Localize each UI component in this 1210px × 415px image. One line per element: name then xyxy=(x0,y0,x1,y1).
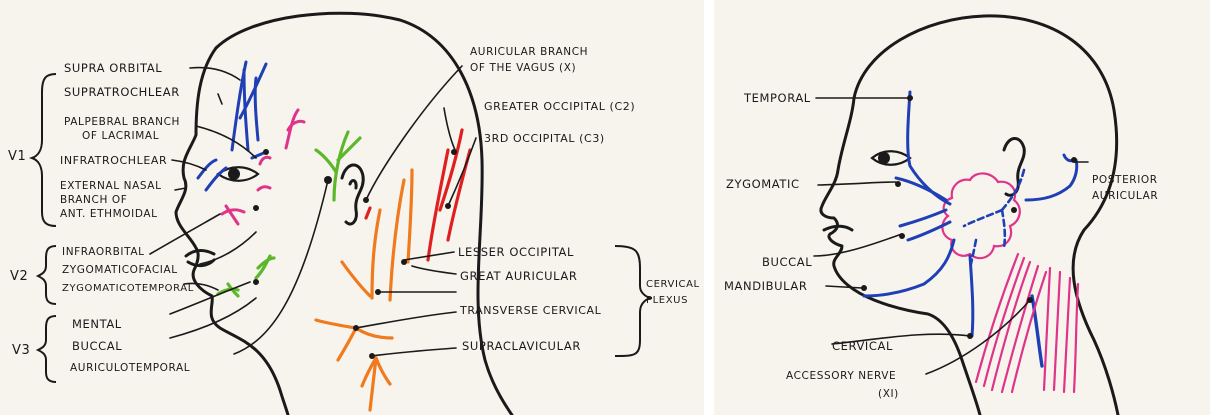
v1-brace xyxy=(32,74,56,226)
v1-label: V1 xyxy=(8,150,26,163)
great-auricular-label: GREAT AURICULAR xyxy=(460,270,577,283)
accessory-nerve-label-1: ACCESSORY NERVE xyxy=(786,370,896,383)
posterior-auricular-label-1: POSTERIOR xyxy=(1092,174,1158,187)
v2-label: V2 xyxy=(10,270,28,283)
auricular-vagus-label-1: AURICULAR BRANCH xyxy=(470,46,588,59)
external-nasal-label-1: EXTERNAL NASAL xyxy=(60,180,162,193)
third-occipital-label: 3RD OCCIPITAL (C3) xyxy=(484,132,605,145)
infraorbital-label: INFRAORBITAL xyxy=(62,246,145,259)
transverse-cervical-label: TRANSVERSE CERVICAL xyxy=(460,304,601,317)
buccal-label-right: BUCCAL xyxy=(762,256,812,269)
v3-brace xyxy=(38,316,56,382)
cervical-label: CERVICAL xyxy=(832,340,893,353)
external-nasal-label-2: BRANCH OF xyxy=(60,194,127,207)
eye-pupil xyxy=(228,168,240,180)
posterior-auricular-label-2: AURICULAR xyxy=(1092,190,1158,203)
zygomaticotemporal-label: ZYGOMATICOTEMPORAL xyxy=(62,282,194,295)
v2-brace xyxy=(38,246,56,304)
supratrochlear-label: SUPRATROCHLEAR xyxy=(64,86,180,99)
greater-occipital-label: GREATER OCCIPITAL (C2) xyxy=(484,100,635,113)
supra-orbital-label: SUPRA ORBITAL xyxy=(64,62,162,75)
head-outline-right xyxy=(714,0,1210,415)
auriculotemporal-label: AURICULOTEMPORAL xyxy=(70,362,190,375)
palpebral-label-2: OF LACRIMAL xyxy=(82,130,159,143)
supraclavicular-label: SUPRACLAVICULAR xyxy=(462,340,581,353)
zygomatic-label: ZYGOMATIC xyxy=(726,178,800,191)
buccal-label-left: BUCCAL xyxy=(72,340,122,353)
zygomaticofacial-label: ZYGOMATICOFACIAL xyxy=(62,264,178,277)
temporal-label: TEMPORAL xyxy=(744,92,811,105)
external-nasal-label-3: ANT. ETHMOIDAL xyxy=(60,208,158,221)
cervical-plexus-label-2: PLEXUS xyxy=(646,294,688,307)
accessory-nerve-label-2: (XI) xyxy=(878,388,899,401)
mental-label: MENTAL xyxy=(72,318,122,331)
cervical-plexus-label-1: CERVICAL xyxy=(646,278,700,291)
mandibular-label: MANDIBULAR xyxy=(724,280,807,293)
auricular-vagus-label-2: OF THE VAGUS (X) xyxy=(470,62,576,75)
palpebral-label-1: PALPEBRAL BRANCH xyxy=(64,116,180,129)
v3-label: V3 xyxy=(12,344,30,357)
facial-nerve-panel: TEMPORAL ZYGOMATIC BUCCAL MANDIBULAR CER… xyxy=(714,0,1210,415)
lesser-occipital-label: LESSER OCCIPITAL xyxy=(458,246,574,259)
accessory-nerve xyxy=(1032,296,1042,366)
sensory-nerves-panel: V1 V2 V3 SUPRA ORBITAL SUPRATROCHLEAR PA… xyxy=(0,0,704,415)
infratrochlear-label: INFRATROCHLEAR xyxy=(60,154,167,167)
